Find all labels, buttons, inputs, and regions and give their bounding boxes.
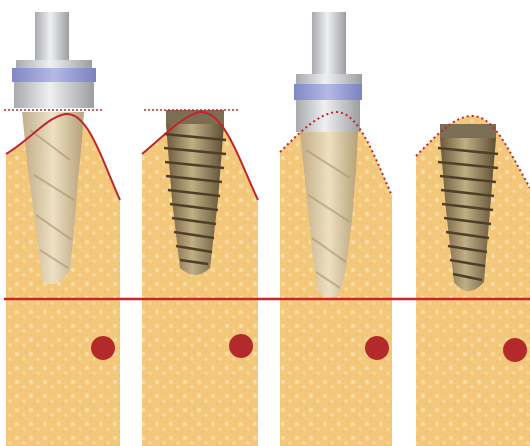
panel-1 xyxy=(4,12,120,446)
nerve-canal xyxy=(91,336,115,360)
panel-2 xyxy=(142,110,258,446)
nerve-canal xyxy=(503,338,527,362)
panel-4 xyxy=(416,116,530,446)
panel-3 xyxy=(280,12,392,446)
nerve-canal xyxy=(229,334,253,358)
nerve-canal xyxy=(365,336,389,360)
handpiece xyxy=(12,12,96,108)
